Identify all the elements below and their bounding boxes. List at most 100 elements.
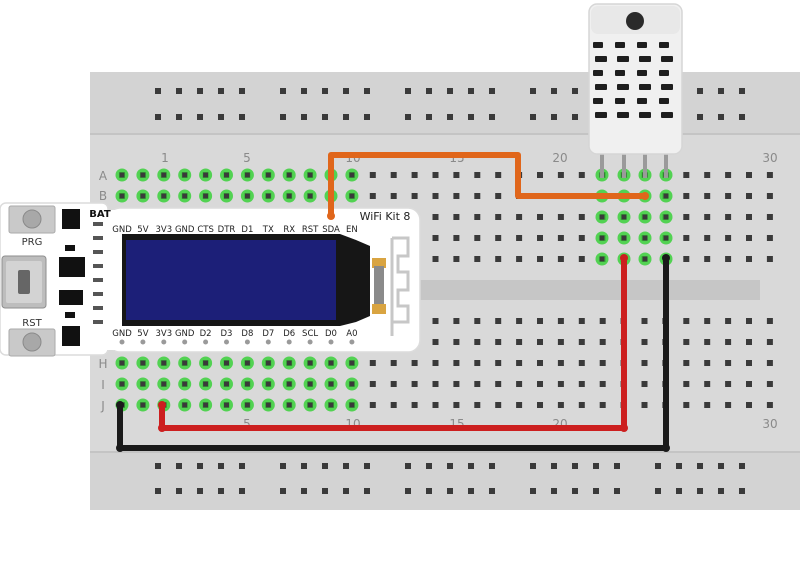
black-ground-wire[interactable]	[117, 255, 669, 451]
rail-hole	[676, 463, 682, 469]
connected-hole-center	[265, 172, 271, 178]
breadboard-hole	[369, 172, 376, 178]
breadboard-hole	[766, 214, 773, 220]
rail-hole	[301, 488, 307, 494]
breadboard-hole	[725, 193, 732, 199]
connected-hole-center	[349, 402, 355, 408]
breadboard-hole	[683, 381, 690, 387]
breadboard-hole	[725, 360, 732, 366]
rail-hole	[530, 114, 536, 120]
rail-hole	[218, 488, 224, 494]
rail-hole	[280, 88, 286, 94]
breadboard-hole	[704, 172, 711, 178]
breadboard-hole	[578, 402, 585, 408]
breadboard-hole	[537, 402, 543, 408]
breadboard-hole	[495, 172, 502, 178]
rail-hole	[572, 463, 578, 469]
wire-endpoint	[158, 424, 166, 432]
breadboard-hole	[390, 360, 397, 366]
wire-endpoint	[620, 424, 628, 432]
board-pin	[161, 339, 167, 345]
connected-hole-center	[203, 193, 209, 199]
grille-slot	[659, 98, 669, 104]
breadboard-hole	[411, 381, 418, 387]
connected-hole-center	[599, 214, 605, 220]
bottom-pin-label: D8	[241, 329, 253, 339]
prg-button[interactable]	[8, 205, 56, 234]
top-pin-label: 5V	[137, 225, 148, 235]
breadboard-hole	[390, 193, 397, 199]
top-pin-label: SDA	[322, 225, 340, 235]
breadboard-hole	[495, 360, 502, 366]
breadboard-hole	[725, 172, 732, 178]
breadboard-hole	[474, 381, 481, 387]
grille-slot	[617, 56, 629, 62]
bottom-pin-label: 5V	[137, 329, 148, 339]
connected-hole-center	[203, 360, 209, 366]
grille-slot	[615, 98, 625, 104]
row-label: B	[99, 189, 107, 203]
breadboard-hole	[516, 360, 523, 366]
board-pin	[224, 339, 229, 345]
rail-hole	[489, 488, 495, 494]
connected-hole-center	[286, 193, 292, 199]
breadboard-hole	[537, 339, 543, 345]
top-pin-label: CTS	[197, 225, 214, 235]
breadboard-hole	[704, 193, 711, 199]
rail-hole	[447, 114, 453, 120]
breadboard-hole	[474, 402, 481, 408]
board-pin	[182, 339, 188, 345]
oled-screen	[126, 240, 336, 320]
breadboard-hole	[704, 318, 711, 324]
connected-hole-center	[203, 172, 209, 178]
sensor-mount-hole	[626, 12, 644, 30]
connected-hole-center	[265, 381, 271, 387]
connected-hole-center	[140, 172, 146, 178]
connected-hole-center	[244, 193, 250, 199]
rail-hole	[364, 488, 370, 494]
top-pin-label: GND	[112, 225, 132, 235]
column-label-bottom: 5	[243, 417, 251, 431]
connected-hole-center	[642, 256, 648, 262]
rail-hole	[280, 463, 286, 469]
breadboard-hole	[516, 318, 523, 324]
breadboard-hole	[516, 256, 523, 262]
connected-hole-center	[161, 360, 167, 366]
breadboard-hole	[766, 339, 773, 345]
breadboard-hole	[578, 339, 585, 345]
breadboard-hole	[432, 360, 439, 366]
rail-hole	[530, 488, 536, 494]
connected-hole-center	[349, 360, 355, 366]
connected-hole-center	[224, 193, 229, 199]
rail-hole	[468, 488, 474, 494]
breadboard-hole	[453, 193, 460, 199]
rail-hole	[239, 114, 245, 120]
breadboard-hole	[432, 381, 439, 387]
rst-button[interactable]	[8, 328, 56, 357]
breadboard-hole	[495, 318, 502, 324]
rail-hole	[364, 463, 370, 469]
breadboard-hole	[725, 214, 732, 220]
connected-hole-center	[621, 214, 627, 220]
micro-usb-port[interactable]	[1, 255, 47, 309]
bottom-pin-label: 3V3	[155, 329, 172, 339]
connected-hole-center	[161, 193, 167, 199]
rail-hole	[489, 88, 495, 94]
connected-hole-center	[599, 256, 605, 262]
breadboard-hole	[641, 360, 648, 366]
rail-hole	[468, 463, 474, 469]
grille-slot	[617, 84, 629, 90]
red-power-wire[interactable]	[159, 255, 627, 431]
rail-hole	[697, 488, 703, 494]
breadboard-hole	[725, 256, 732, 262]
rail-hole	[426, 114, 432, 120]
breadboard-hole	[704, 214, 711, 220]
rail-hole	[697, 88, 703, 94]
rail-hole	[405, 488, 411, 494]
orange-data-wire[interactable]	[328, 152, 648, 219]
breadboard-hole	[432, 193, 439, 199]
breadboard-hole	[537, 172, 543, 178]
row-label: A	[99, 169, 108, 183]
board-title: WiFi Kit 8	[360, 210, 411, 223]
breadboard-hole	[390, 402, 397, 408]
